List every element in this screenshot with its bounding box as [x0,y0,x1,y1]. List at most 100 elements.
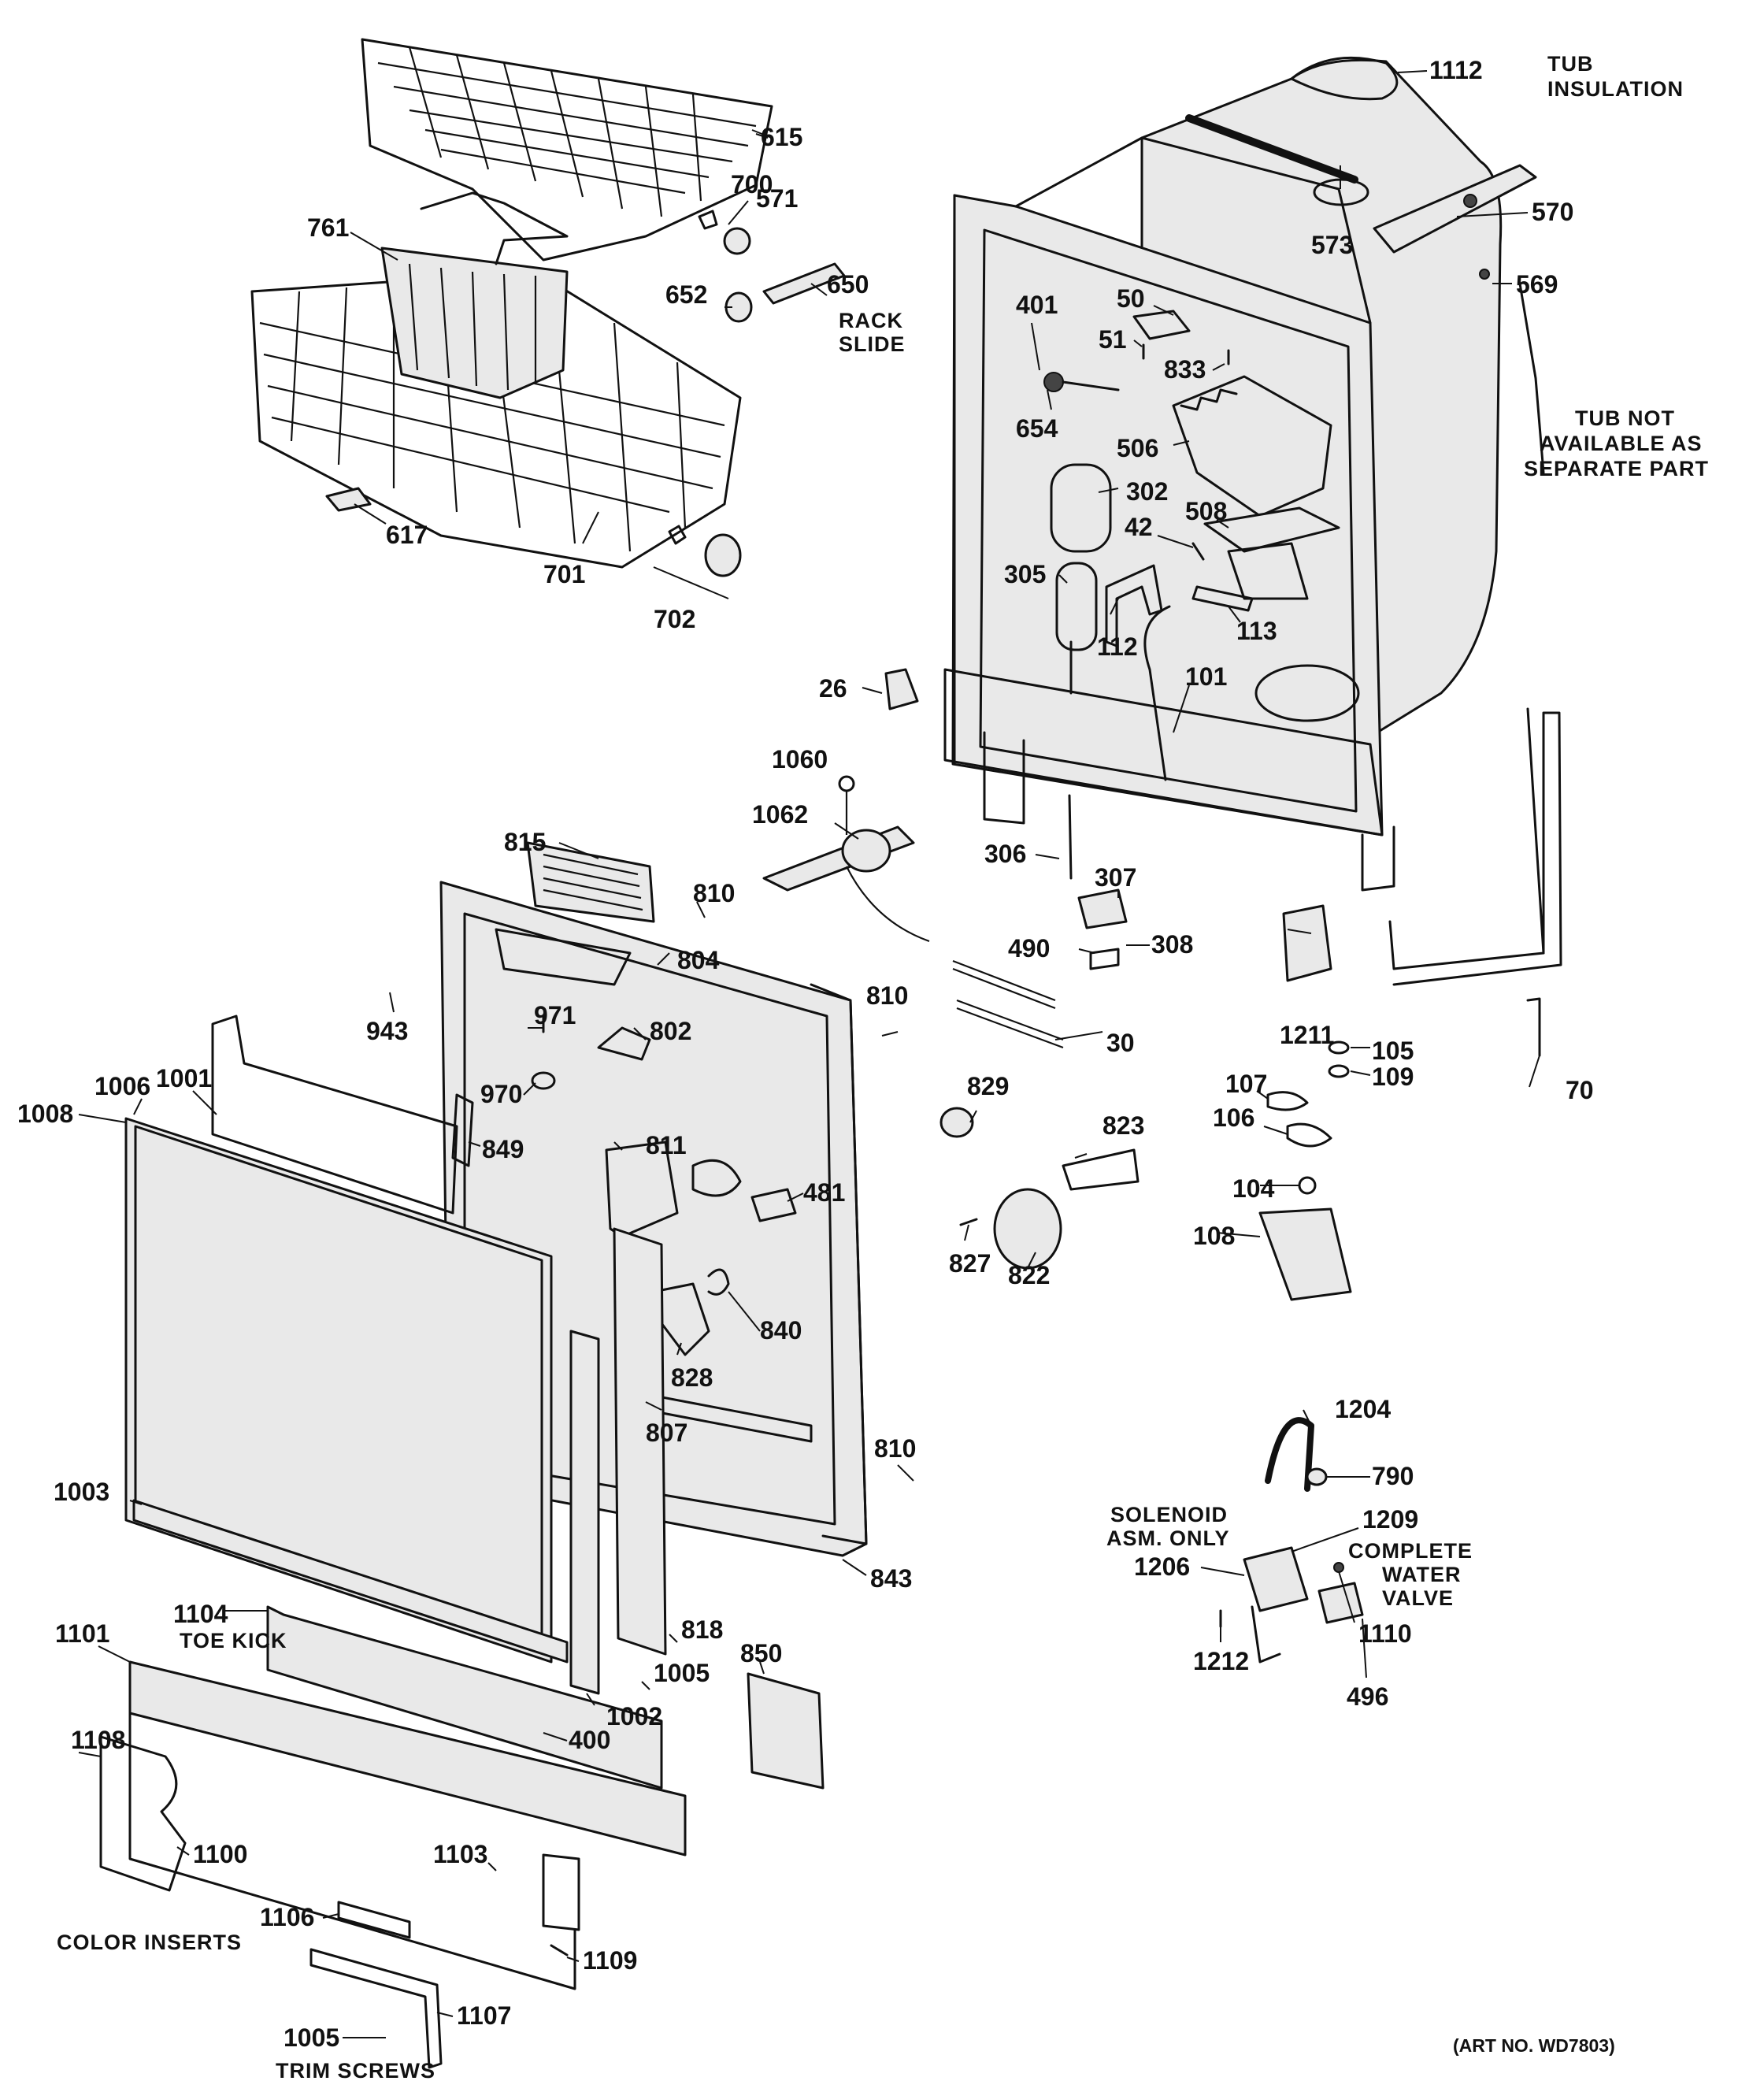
label-1212: 1212 [1193,1647,1249,1675]
label-1008: 1008 [17,1100,73,1128]
label-828: 828 [671,1363,713,1392]
rack-slide-650 [762,262,846,305]
label-1211: 1211 [1280,1021,1334,1049]
label-1108: 1108 [71,1726,125,1754]
bracket-26 [884,668,919,710]
label-849: 849 [482,1135,524,1163]
nut-104 [1298,1176,1317,1195]
frame-1001 [211,1014,458,1215]
label-104: 104 [1232,1174,1275,1203]
dispenser-lid [691,1159,742,1197]
sump-opening [1254,664,1360,722]
label-1204: 1204 [1335,1395,1391,1423]
bracket-496 [1317,1582,1364,1624]
hinge-849 [451,1093,474,1167]
label-654: 654 [1016,414,1058,443]
label-51: 51 [1099,325,1127,354]
label-971: 971 [534,1001,576,1029]
tub-side-seam [1518,282,1545,474]
tub-assembly [943,56,1562,986]
label-615: 615 [761,123,802,151]
label-508: 508 [1185,497,1227,525]
tub-wash-arm-upper [1373,164,1537,254]
dispenser-811 [605,1141,679,1238]
label-308: 308 [1151,930,1193,959]
bottom-trim-1003 [132,1499,569,1664]
text-notes: TUB INSULATION RACK SLIDE TUB NOT AVAILA… [57,52,1708,2083]
part-700-a [698,210,718,230]
tub-internal-parts [1043,310,1360,781]
label-1209: 1209 [1362,1505,1418,1534]
label-112: 112 [1097,632,1138,661]
label-850: 850 [740,1639,782,1667]
shaft-823 [1062,1148,1140,1191]
base-panels [99,1605,825,2069]
tub-leg-right [1361,825,1395,892]
note-solenoid-line1: SOLENOID [1110,1503,1228,1526]
label-50: 50 [1117,284,1145,313]
label-401: 401 [1016,291,1058,319]
wheel-822 [993,1188,1062,1270]
label-811: 811 [646,1131,687,1159]
vent-815 [526,841,655,923]
pulley-1062 [841,829,891,873]
label-107: 107 [1225,1070,1267,1098]
note-art-number: (ART NO. WD7803) [1453,2035,1615,2056]
rack-slide-parts [325,210,846,577]
label-302: 302 [1126,477,1168,506]
label-109: 109 [1372,1063,1414,1091]
door-top-channel [495,928,632,986]
door-panel-1008 [124,1117,553,1664]
label-807: 807 [646,1419,687,1447]
label-490: 490 [1008,934,1050,963]
base-panel-1101 [128,1660,687,1856]
label-1104: 1104 [173,1600,228,1628]
label-1060: 1060 [772,745,828,773]
valve-bracket [1251,1605,1281,1664]
latch-802 [597,1026,651,1061]
label-701: 701 [543,560,585,588]
wash-arm-101 [1143,605,1171,781]
label-815: 815 [504,828,546,856]
part-654-hub [1043,372,1064,392]
label-569: 569 [1516,270,1558,299]
part-654-rod [1062,380,1120,391]
label-1001: 1001 [156,1064,212,1092]
note-color-inserts: COLOR INSERTS [57,1931,242,1954]
tub-frame [951,194,1384,836]
heater-506 [1172,375,1332,517]
label-1107: 1107 [457,2001,511,2030]
label-400: 400 [569,1726,610,1754]
note-solenoid-line2: ASM. ONLY [1106,1526,1230,1550]
label-761: 761 [307,213,349,242]
actuator-490 [1089,948,1120,970]
label-810-top: 810 [693,879,735,907]
pump-motor-302 [1050,463,1112,553]
note-toe-kick: TOE KICK [180,1629,287,1652]
tub-leg-left [983,731,1025,825]
clamp-790 [1306,1467,1328,1486]
label-1101: 1101 [55,1619,109,1648]
label-106: 106 [1213,1103,1254,1132]
label-1106: 1106 [260,1903,314,1931]
washer-105 [1328,1040,1350,1055]
label-506: 506 [1117,434,1158,462]
label-818: 818 [681,1615,723,1644]
water-valve-parts [1219,1417,1364,1664]
side-trim-1002-right [613,1227,667,1656]
filter-508 [1203,506,1340,553]
note-tub-not-available-line2: AVAILABLE AS [1540,432,1703,455]
note-water-valve-line3: VALVE [1382,1586,1454,1610]
screw-42 [1191,542,1205,561]
label-802: 802 [650,1017,691,1045]
door-outer-panels [124,1014,667,1695]
label-1206: 1206 [1134,1552,1190,1581]
spring-840 [707,1268,730,1296]
part-702-a [668,525,687,545]
label-702: 702 [654,605,695,633]
label-573: 573 [1311,231,1353,259]
label-1002: 1002 [606,1702,662,1730]
tub-opening [979,228,1358,813]
spring-30-upper [952,959,1056,1010]
label-305: 305 [1004,560,1046,588]
